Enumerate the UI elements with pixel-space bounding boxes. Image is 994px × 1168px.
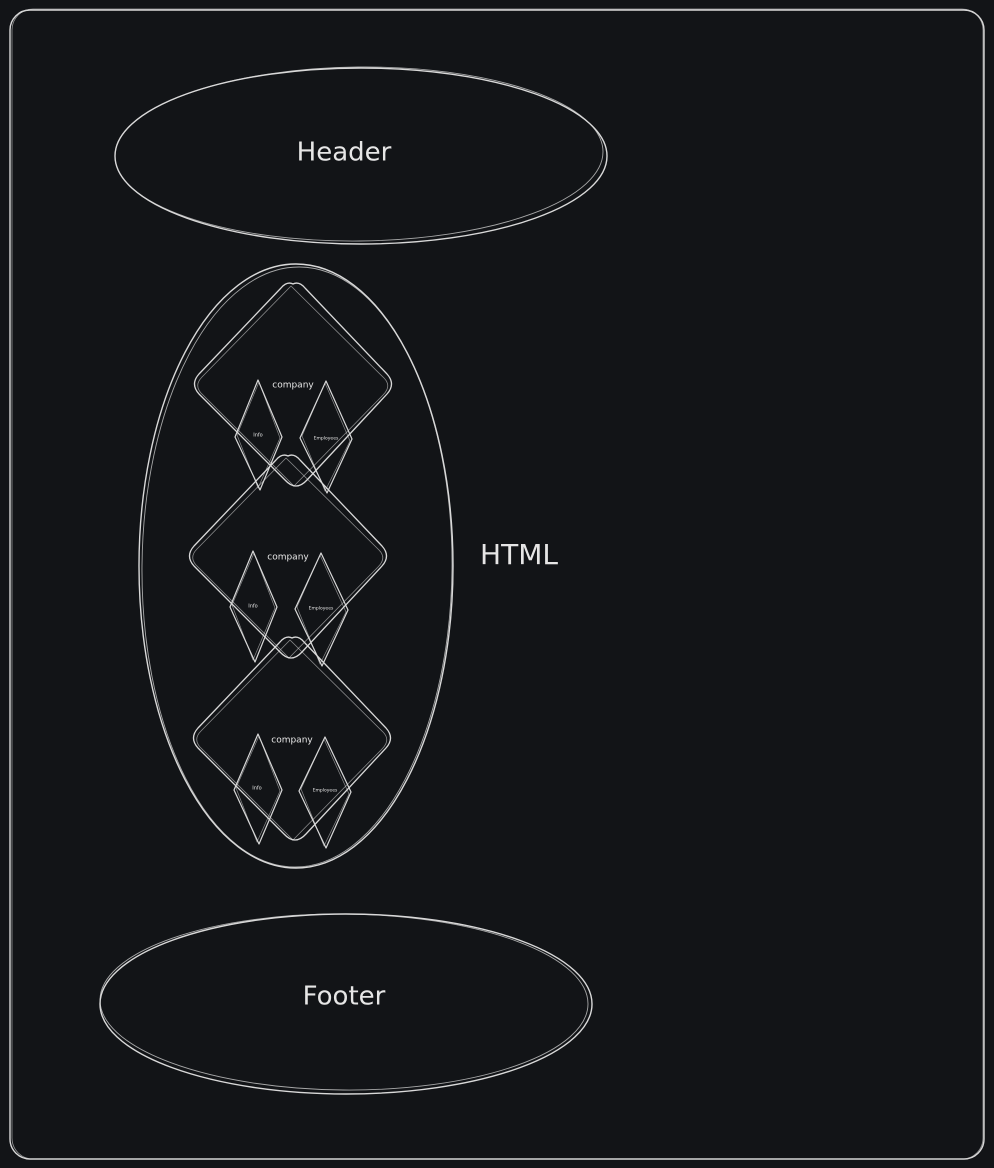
employees-node-3: Employees bbox=[298, 736, 352, 849]
company-node-3: company Info Employees bbox=[192, 636, 392, 849]
footer-label: Footer bbox=[303, 982, 386, 1012]
company-node-2: company Info Employees bbox=[188, 454, 388, 667]
company-node-1: company Info Employees bbox=[193, 282, 393, 494]
header-node: Header bbox=[114, 66, 608, 245]
info-node-1: Info bbox=[234, 379, 283, 491]
html-container-node bbox=[138, 263, 454, 869]
info-label-1: Info bbox=[253, 433, 262, 439]
info-node-3: Info bbox=[233, 733, 283, 845]
html-container-label: HTML bbox=[480, 538, 558, 571]
company-label-1: company bbox=[272, 381, 314, 391]
info-label-3: Info bbox=[252, 786, 261, 792]
employees-label-1: Employees bbox=[314, 436, 339, 442]
employees-label-3: Employees bbox=[313, 788, 338, 794]
header-label: Header bbox=[297, 138, 392, 168]
info-label-2: Info bbox=[248, 604, 257, 610]
info-node-2: Info bbox=[229, 550, 278, 663]
employees-node-1: Employees bbox=[299, 380, 353, 494]
footer-node: Footer bbox=[99, 913, 593, 1095]
company-label-3: company bbox=[271, 736, 313, 746]
outer-frame bbox=[9, 8, 985, 1160]
company-label-2: company bbox=[267, 553, 309, 563]
employees-label-2: Employees bbox=[309, 606, 334, 612]
employees-node-2: Employees bbox=[294, 552, 349, 667]
